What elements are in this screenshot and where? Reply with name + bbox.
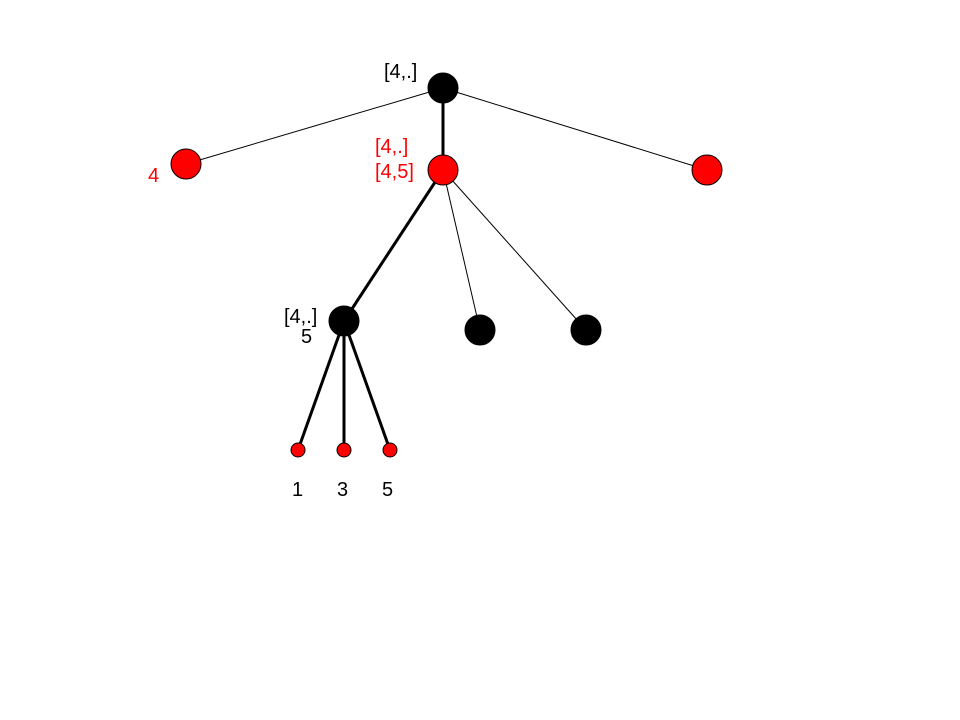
label-mid-line2: [4,5] xyxy=(375,161,414,183)
edges xyxy=(185,87,708,451)
edge-inner-leaf5 xyxy=(342,320,392,451)
node-leaf5 xyxy=(382,442,398,458)
edge-inner-leaf1 xyxy=(296,320,346,451)
node-root xyxy=(427,72,459,104)
node-mid xyxy=(427,154,459,186)
nodes xyxy=(170,72,723,458)
node-black3 xyxy=(570,314,602,346)
node-left xyxy=(170,148,202,180)
label-leaf3: 3 xyxy=(337,479,348,501)
node-leaf3 xyxy=(336,442,352,458)
label-leaf1: 1 xyxy=(292,479,303,501)
edge-root-right xyxy=(442,87,708,171)
node-leaf1 xyxy=(290,442,306,458)
label-leaf5: 5 xyxy=(382,479,393,501)
label-mid-line1: [4,.] xyxy=(375,136,408,158)
node-right xyxy=(691,154,723,186)
label-left: 4 xyxy=(148,165,159,187)
label-inner-line1: [4,.] xyxy=(284,306,317,328)
labels: [4,.] [4,.] [4,5] 4 [4,.] 5 1 3 5 xyxy=(148,61,417,501)
edge-mid-inner xyxy=(342,169,445,322)
edge-root-left xyxy=(185,87,444,165)
label-root: [4,.] xyxy=(384,61,417,83)
node-black2 xyxy=(464,314,496,346)
edge-mid-black2 xyxy=(442,169,481,331)
label-inner-line2: 5 xyxy=(301,326,312,348)
node-inner xyxy=(328,305,360,337)
edge-mid-black3 xyxy=(442,169,587,331)
